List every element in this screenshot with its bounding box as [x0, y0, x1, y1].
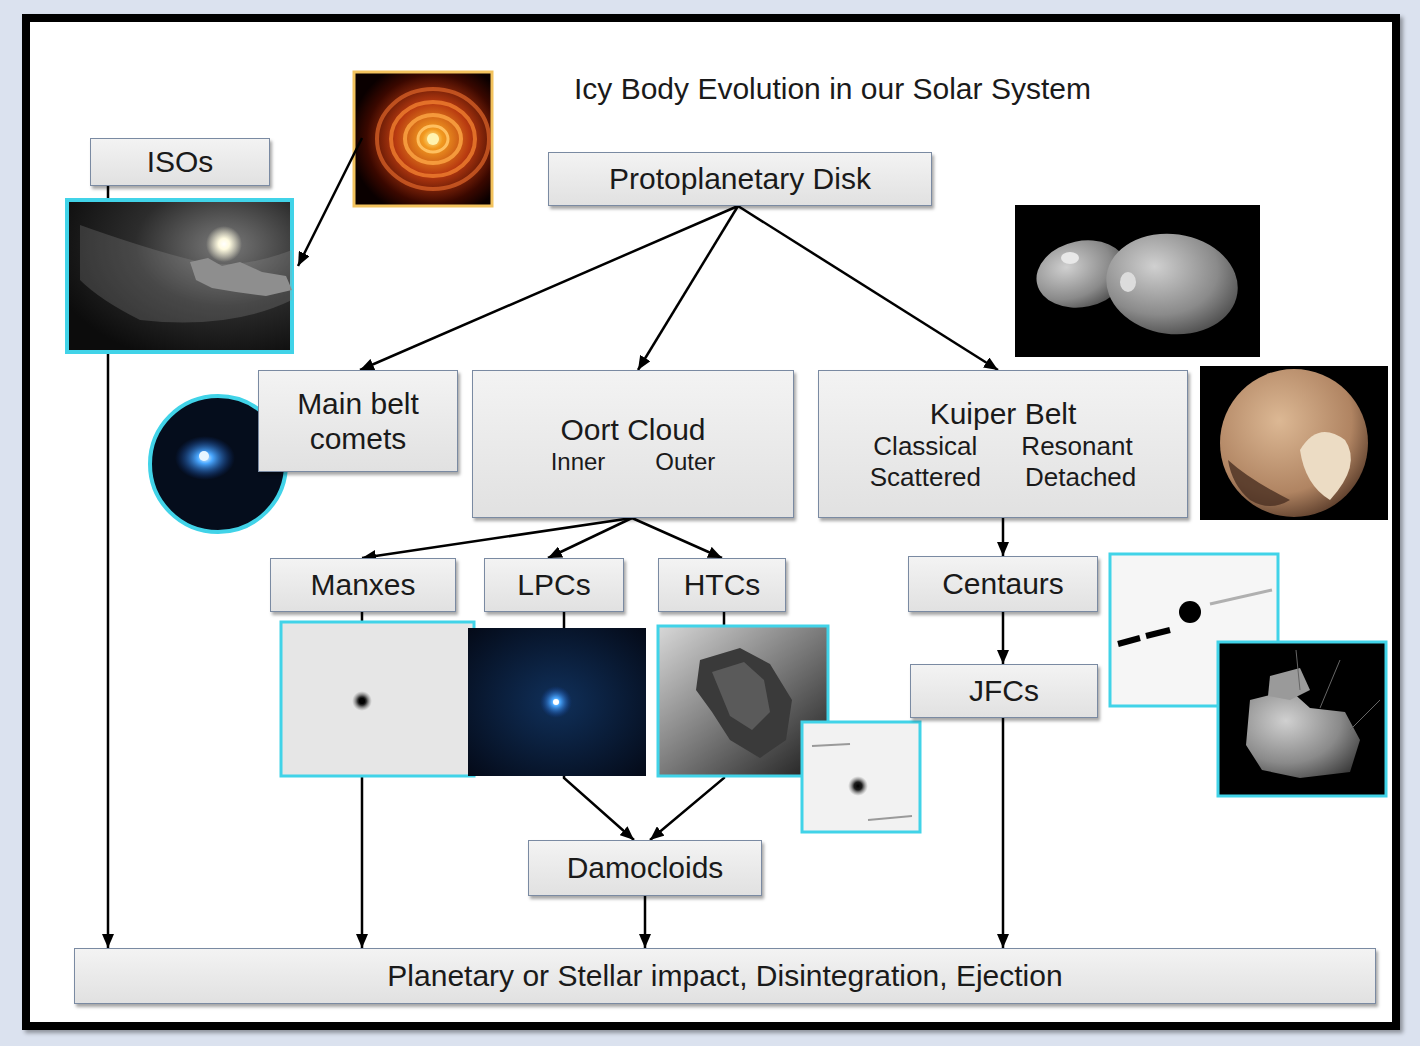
- text-row: Protoplanetary Disk: [609, 161, 871, 196]
- process-box: ISOs: [90, 138, 270, 186]
- text-row: Manxes: [310, 567, 415, 602]
- node-label: Manxes: [310, 567, 415, 602]
- process-box: Kuiper BeltClassical ResonantScattered Det…: [818, 370, 1188, 518]
- node-label: JFCs: [969, 673, 1039, 708]
- flow-arrow: [1002, 718, 1005, 948]
- node-label: Planetary or Stellar impact, Disintegrat…: [387, 958, 1062, 993]
- node-label: Kuiper Belt: [930, 396, 1077, 431]
- sub-label: Inner: [551, 448, 606, 476]
- flow-arrow: [644, 896, 647, 948]
- sub-label: Outer: [655, 448, 715, 476]
- sub-label: Detached: [1025, 462, 1136, 493]
- text-row: Inner Outer: [551, 448, 716, 476]
- text-row: HTCs: [684, 567, 761, 602]
- node-label: ISOs: [147, 144, 214, 179]
- node-label: Damocloids: [567, 850, 724, 885]
- diagram-title: Icy Body Evolution in our Solar System: [574, 72, 1091, 106]
- flow-arrow: [548, 518, 632, 558]
- text-row: Centaurs: [942, 566, 1064, 601]
- process-box: Protoplanetary Disk: [548, 152, 932, 206]
- flow-arrow: [362, 518, 632, 558]
- text-row: Main belt comets: [269, 386, 447, 457]
- leader-arrow: [298, 138, 362, 266]
- flow-arrow: [632, 518, 722, 558]
- sub-label: Classical: [873, 431, 977, 462]
- text-row: Damocloids: [567, 850, 724, 885]
- pluto-image: [1200, 366, 1388, 520]
- text-row: ISOs: [147, 144, 214, 179]
- text-row: JFCs: [969, 673, 1039, 708]
- flow-arrow: [1002, 612, 1005, 664]
- process-box: Damocloids: [528, 840, 762, 896]
- small-comet-image: [802, 722, 920, 832]
- flow-arrow: [738, 206, 998, 370]
- node-label: HTCs: [684, 567, 761, 602]
- text-row: Kuiper Belt: [930, 396, 1077, 431]
- text-row: Classical Resonant: [873, 431, 1132, 462]
- flow-arrow: [360, 206, 738, 370]
- process-box: LPCs: [484, 558, 624, 612]
- flow-arrow: [638, 206, 738, 370]
- text-row: Planetary or Stellar impact, Disintegrat…: [387, 958, 1062, 993]
- long-period-comet-image: [468, 628, 646, 776]
- sub-label: Scattered: [870, 462, 981, 493]
- manx-image: [281, 622, 474, 776]
- process-box: Centaurs: [908, 556, 1098, 612]
- process-box: JFCs: [910, 664, 1098, 718]
- process-box: Manxes: [270, 558, 456, 612]
- node-label: Main belt comets: [269, 386, 447, 457]
- node-label: Centaurs: [942, 566, 1064, 601]
- process-box: Main belt comets: [258, 370, 458, 472]
- text-row: Oort Cloud: [560, 412, 705, 447]
- process-box: Oort CloudInner Outer: [472, 370, 794, 518]
- disk-image: [354, 72, 492, 206]
- node-label: LPCs: [517, 567, 590, 602]
- process-box: Planetary or Stellar impact, Disintegrat…: [74, 948, 1376, 1004]
- flow-arrow: [1002, 518, 1005, 556]
- interstellar-object-image: [67, 200, 292, 352]
- jfc-nucleus-image: [1218, 642, 1386, 796]
- text-row: LPCs: [517, 567, 590, 602]
- node-label: Protoplanetary Disk: [609, 161, 871, 196]
- sub-label: Resonant: [1021, 431, 1132, 462]
- text-row: Scattered Detached: [870, 462, 1137, 493]
- process-box: HTCs: [658, 558, 786, 612]
- node-label: Oort Cloud: [560, 412, 705, 447]
- arrokoth-image: [1015, 205, 1260, 357]
